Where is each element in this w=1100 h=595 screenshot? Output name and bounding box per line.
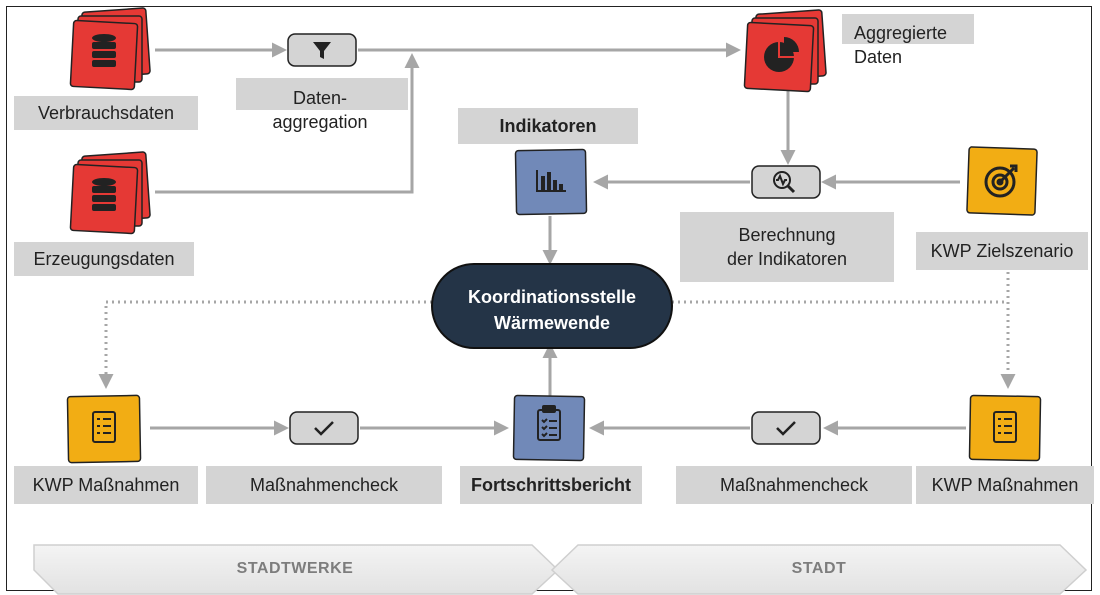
stadt-band: [550, 544, 1088, 595]
verbrauchsdaten-doc: [69, 7, 151, 91]
connectors: [150, 42, 966, 436]
zielszenario-label: KWP Zielszenario: [916, 232, 1088, 270]
dotted-connectors: [98, 272, 1016, 389]
aggregierte-daten-label: Aggregierte Daten: [854, 23, 948, 67]
fortschrittsbericht-label: Fortschrittsbericht: [460, 466, 642, 504]
datenaggregation-label-bg: [236, 78, 408, 110]
clipboard-icon: [537, 405, 561, 441]
erzeugungsdaten-doc: [69, 151, 151, 235]
indikatoren-doc: [514, 148, 588, 216]
indikatoren-label: Indikatoren: [458, 108, 638, 144]
zielszenario-doc: [966, 146, 1038, 216]
database-icon: [92, 34, 116, 67]
bar-chart-icon: [536, 170, 566, 192]
check-icon: [314, 421, 334, 436]
filter-box: [287, 33, 357, 67]
erzeugungsdaten-label: Erzeugungsdaten: [14, 242, 194, 276]
stadtwerke-band-label: STADTWERKE: [236, 560, 354, 577]
koordinationsstelle-label: Koordinationsstelle Wärmewende: [467, 287, 637, 333]
filter-icon: [313, 42, 331, 59]
database-icon: [92, 178, 116, 211]
dotted-center-to-massnahmen-left: [98, 300, 432, 389]
berechnung-box: [751, 165, 821, 199]
berechnung-label: Berechnung der Indikatoren: [680, 212, 894, 282]
analysis-magnifier-icon: [773, 171, 796, 194]
check-left-box: [289, 411, 359, 445]
stadt-band-label: STADT: [791, 560, 847, 577]
check-right-box: [751, 411, 821, 445]
massnahmen-right-label: KWP Maßnahmen: [916, 466, 1094, 504]
stadtwerke-band: [33, 544, 560, 595]
check-icon: [776, 421, 796, 436]
check-left-label: Maßnahmencheck: [206, 466, 442, 504]
aggregierte-daten-label-bg: [842, 14, 974, 44]
arrow-erzeugung-to-filter: [155, 53, 420, 194]
checklist-icon: [92, 411, 116, 443]
fortschrittsbericht-doc: [512, 394, 586, 462]
pie-chart-icon: [764, 37, 799, 72]
massnahmen-left-label: KWP Maßnahmen: [14, 466, 198, 504]
diagram-frame: [6, 6, 1092, 591]
verbrauchsdaten-label: Verbrauchsdaten: [14, 96, 198, 130]
massnahmen-left-doc: [66, 394, 142, 464]
checklist-icon: [993, 411, 1017, 443]
massnahmen-right-doc: [968, 394, 1042, 462]
koordinationsstelle-node: [431, 263, 673, 349]
check-right-label: Maßnahmencheck: [676, 466, 912, 504]
datenaggregation-label: Daten- aggregation: [272, 88, 368, 132]
target-icon: [984, 164, 1018, 198]
aggregierte-daten-doc: [743, 9, 827, 93]
dotted-center-to-massnahmen-right: [672, 300, 1016, 389]
